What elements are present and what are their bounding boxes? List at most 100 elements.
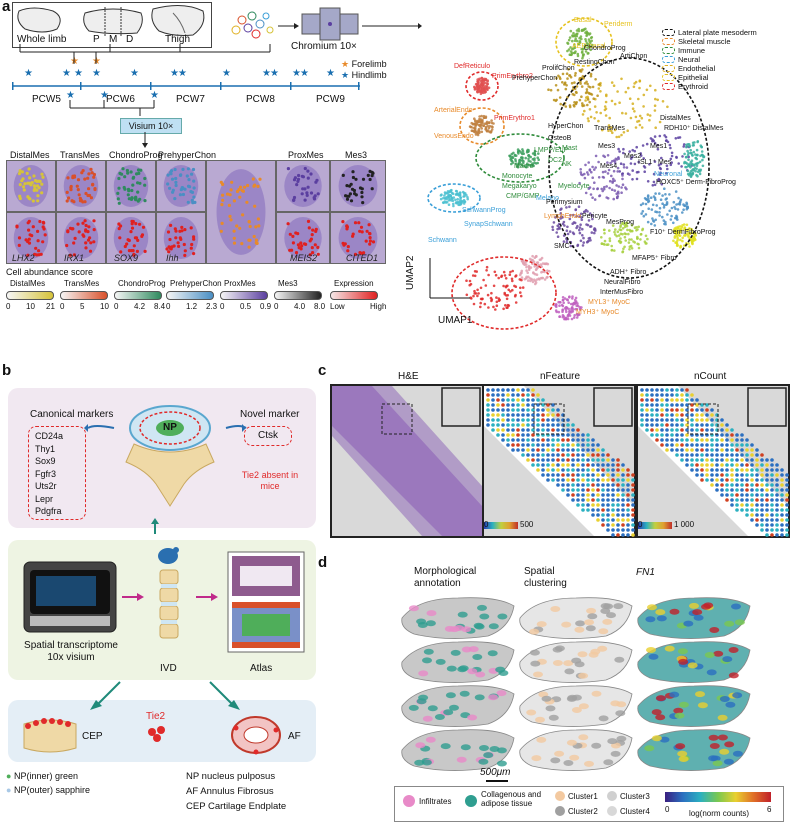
timeline-pcw7: PCW7 bbox=[176, 94, 205, 105]
umap-group-outline bbox=[459, 107, 505, 145]
legend-cluster3: Cluster3 bbox=[620, 792, 650, 801]
timeline-pcw8: PCW8 bbox=[246, 94, 275, 105]
umap-cluster bbox=[566, 27, 594, 60]
scale-tick: 1.2 bbox=[186, 302, 198, 311]
umap-cluster-label: RestingChon bbox=[574, 59, 615, 66]
legend-cluster4: Cluster4 bbox=[620, 807, 650, 816]
umap-legend-item: Endothelial bbox=[662, 64, 757, 73]
timeline-pcw6: PCW6 bbox=[106, 94, 135, 105]
abbrev-key: NP nucleus pulposus AF Annulus Fibrosus … bbox=[186, 769, 286, 814]
scale-bar bbox=[274, 291, 322, 300]
label-whole-limb: Whole limb bbox=[17, 34, 67, 45]
vertebra-diagram bbox=[84, 405, 247, 507]
umap-cluster-label: SynapSchwann bbox=[464, 221, 513, 228]
title-fn1: FN1 bbox=[636, 567, 655, 578]
umap-cluster-label: LymphEndo bbox=[544, 213, 581, 220]
scale-bar-label: 500μm bbox=[480, 767, 511, 778]
swatch-collagenous bbox=[465, 795, 477, 807]
np-label: NP bbox=[163, 422, 177, 433]
umap-cluster-label: TransMes bbox=[594, 125, 625, 132]
scale-tick: 0 bbox=[274, 302, 279, 311]
spatial-tile-overview bbox=[206, 160, 276, 264]
key-af: AF Annulus Fibrosus bbox=[186, 786, 274, 797]
umap-group-outline bbox=[451, 256, 557, 330]
label-p: P bbox=[93, 34, 100, 45]
nfeature-min: 0 bbox=[484, 520, 489, 529]
label-thigh: Thigh bbox=[165, 34, 191, 45]
umap-cluster bbox=[639, 187, 690, 227]
svg-text:★: ★ bbox=[222, 68, 231, 79]
svg-text:★: ★ bbox=[130, 68, 139, 79]
spatial-tile-top bbox=[156, 160, 206, 212]
af-label: AF bbox=[288, 731, 301, 742]
umap-cluster bbox=[439, 188, 469, 208]
umap-cluster-label: SMC bbox=[554, 243, 570, 250]
umap-cluster bbox=[578, 154, 631, 201]
umap-cluster bbox=[465, 265, 525, 311]
umap-cluster-label: DistalMes bbox=[660, 115, 691, 122]
umap-cluster bbox=[672, 223, 697, 249]
scale-tick: 8.4 bbox=[154, 302, 166, 311]
legend-swatch bbox=[662, 38, 675, 45]
cbar-min: 0 bbox=[665, 805, 670, 814]
umap-cluster-label: NeuralFibro bbox=[604, 279, 641, 286]
umap-cluster bbox=[473, 76, 491, 96]
swatch-cluster1 bbox=[555, 791, 565, 801]
legend-label: Erythroid bbox=[678, 82, 709, 91]
umap-cluster-label: DefReticulo bbox=[454, 63, 490, 70]
umap-cluster-label: CMP/GMP bbox=[506, 193, 540, 200]
anatomy-box: Whole limb P M D Thigh bbox=[12, 2, 212, 48]
panel-c-he bbox=[330, 384, 484, 538]
tile-title-prehyperchon: PrehyperChon bbox=[158, 150, 217, 160]
novel-title: Novel marker bbox=[240, 409, 300, 420]
title-cluster: Spatial clustering bbox=[524, 566, 567, 589]
swatch-infiltrates bbox=[403, 795, 415, 807]
scale-tick: 2.3 bbox=[206, 302, 218, 311]
umap-group-outline bbox=[475, 133, 565, 183]
ivd-label: IVD bbox=[160, 663, 177, 674]
umap-axes bbox=[429, 258, 470, 299]
panel-d-section bbox=[637, 597, 751, 639]
panel-c-nfeature bbox=[482, 384, 636, 538]
panel-d-section bbox=[637, 729, 751, 771]
umap-cluster-label: ArtiChon bbox=[620, 53, 647, 60]
umap-cluster-label: PrehyperChon bbox=[512, 75, 557, 82]
umap-cluster-label: LMPP/ELP bbox=[534, 147, 569, 154]
panel-a-letter: a bbox=[2, 0, 11, 15]
panel-d-letter: d bbox=[318, 554, 328, 571]
scale-name: TransMes bbox=[64, 279, 100, 288]
scale-name: Expression bbox=[334, 279, 374, 288]
svg-text:★: ★ bbox=[74, 68, 83, 79]
umap-cluster-label: OsteoB bbox=[548, 135, 572, 142]
scale-tick: 0 bbox=[60, 302, 65, 311]
umap-legend-item: Skeletal muscle bbox=[662, 37, 757, 46]
legend-swatch bbox=[662, 83, 675, 90]
umap-cluster-label: MYH3⁺ MyoC bbox=[576, 309, 619, 316]
umap-group-outline bbox=[465, 71, 499, 101]
scale-tick: 10 bbox=[26, 302, 35, 311]
umap-cluster-label: InterMusFibro bbox=[600, 289, 643, 296]
umap-cluster-label: Macro bbox=[514, 163, 534, 170]
umap-cluster-label: Monocyte bbox=[502, 173, 532, 180]
svg-text:★: ★ bbox=[270, 68, 279, 79]
arrow-ivd-atlas bbox=[196, 593, 218, 601]
gene-ihh: Ihh bbox=[166, 253, 179, 263]
legend-swatch bbox=[662, 47, 675, 54]
swatch-cluster2 bbox=[555, 806, 565, 816]
scale-tick: 0 bbox=[114, 302, 119, 311]
swatch-cluster3 bbox=[607, 791, 617, 801]
canonical-marker: Thy1 bbox=[35, 443, 56, 454]
scale-name: ChondroProg bbox=[118, 279, 166, 288]
timeline-pcw5: PCW5 bbox=[32, 94, 61, 105]
scale-tick: Low bbox=[330, 302, 345, 311]
spatial-tile-bottom bbox=[156, 212, 206, 264]
umap-legend-item: Lateral plate mesoderm bbox=[662, 28, 757, 37]
up-arrow bbox=[151, 518, 159, 534]
tile-title-chondroprog: ChondroProg bbox=[109, 150, 163, 160]
svg-text:★: ★ bbox=[24, 68, 33, 79]
legend-label: Epithelial bbox=[678, 73, 709, 82]
nfeature-max: 500 bbox=[520, 520, 534, 529]
atlas-image bbox=[227, 551, 305, 653]
scale-bar bbox=[486, 780, 508, 782]
